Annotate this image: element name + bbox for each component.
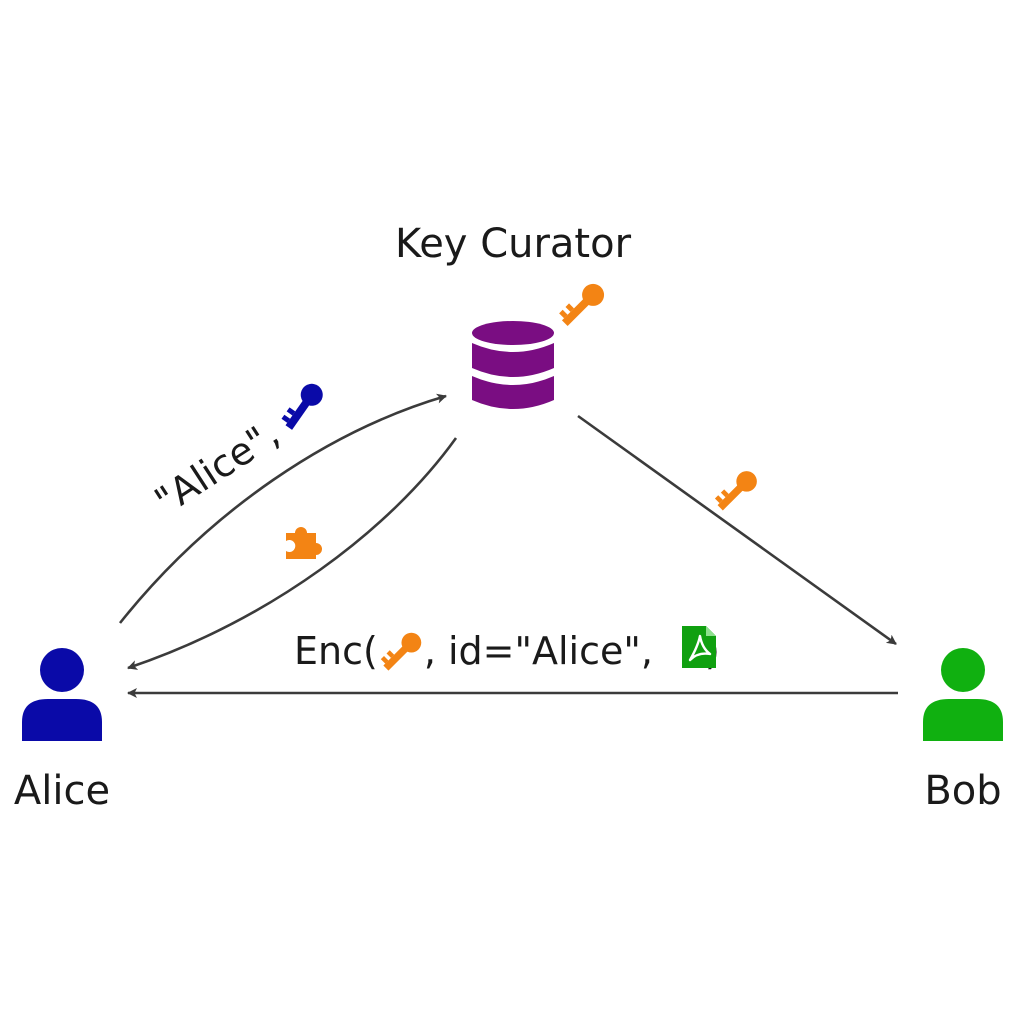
bob-received-key-icon [712,466,762,516]
encryption-label-prefix: Enc( [294,629,378,673]
encryption-label-middle: , id="Alice", [424,629,665,673]
puzzle-piece-icon [286,527,322,559]
alice-user-icon [22,648,102,741]
edge-curator-to-bob [577,414,897,646]
enc-key-icon [378,628,426,676]
curator-key-icon [557,279,609,331]
edge-curator-to-alice [127,437,458,670]
curator-label: Key Curator [395,221,632,267]
alice-label: Alice [14,768,110,814]
bob-user-icon [923,648,1003,741]
database-icon [472,321,554,409]
alice-request-label: "Alice", [147,411,287,523]
bob-label: Bob [924,768,1001,814]
encryption-label: Enc(, id="Alice", ) [294,629,720,673]
edge-alice-to-curator [118,393,447,624]
alice-key-icon [273,376,334,437]
pdf-file-icon [682,626,716,668]
